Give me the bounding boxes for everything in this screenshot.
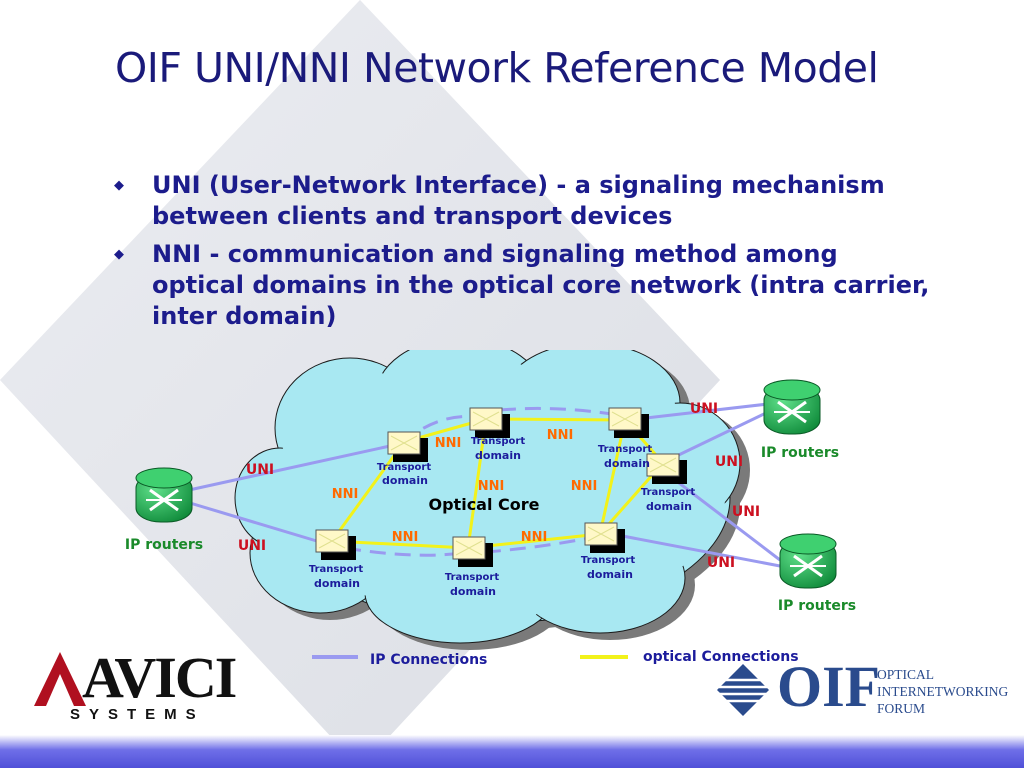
- ip-router-bottom-right-icon: [779, 533, 837, 589]
- domain-label-c-line1: Transport: [598, 444, 652, 455]
- domain-label-a-line2: domain: [382, 474, 428, 487]
- uni-label: UNI: [246, 462, 274, 478]
- optical-core-label: Optical Core: [429, 495, 540, 514]
- router-label-top-right: IP routers: [761, 445, 839, 461]
- transport-switch-d: [646, 453, 687, 484]
- bullet-text: NNI - communication and signaling method…: [152, 240, 930, 330]
- nni-label: NNI: [571, 479, 598, 494]
- nni-label: NNI: [392, 530, 419, 545]
- avici-wordmark: AVICI: [82, 645, 237, 710]
- uni-label: UNI: [715, 454, 743, 470]
- avici-subtitle: SYSTEMS: [70, 706, 205, 723]
- slide-title: OIF UNI/NNI Network Reference Model: [115, 44, 879, 92]
- bullet-text: UNI (User-Network Interface) - a signali…: [152, 171, 885, 230]
- router-label-bottom-right: IP routers: [778, 598, 856, 614]
- oif-wordmark: OIF: [777, 654, 881, 719]
- domain-label-e-line2: domain: [314, 577, 360, 590]
- legend-optical-label: optical Connections: [643, 649, 799, 665]
- nni-label: NNI: [478, 479, 505, 494]
- ip-router-top-right-icon: [763, 379, 821, 435]
- domain-label-b-line1: Transport: [471, 436, 525, 447]
- domain-label-g-line2: domain: [587, 568, 633, 581]
- avici-logo: AVICI SYSTEMS: [30, 648, 237, 723]
- transport-switch-c: [608, 407, 649, 438]
- uni-label: UNI: [690, 401, 718, 417]
- domain-label-b-line2: domain: [475, 449, 521, 462]
- footer-bar: [0, 735, 1024, 768]
- oif-fullname-line1: OPTICAL: [877, 667, 934, 682]
- diamond-bullet-icon: ◆: [114, 178, 124, 193]
- bullet-item-nni: ◆ NNI - communication and signaling meth…: [110, 239, 930, 332]
- ip-router-left-icon: [135, 467, 193, 523]
- nni-label: NNI: [435, 436, 462, 451]
- uni-label: UNI: [238, 538, 266, 554]
- transport-switch-a: [387, 431, 428, 462]
- legend-ip-label: IP Connections: [370, 652, 487, 668]
- uni-label: UNI: [707, 555, 735, 571]
- avici-a-mark-icon: [34, 652, 86, 706]
- domain-label-g-line1: Transport: [581, 555, 635, 566]
- diamond-bullet-icon: ◆: [114, 247, 124, 262]
- cloud-fill-center: [243, 350, 733, 636]
- nni-label: NNI: [521, 530, 548, 545]
- uni-label: UNI: [732, 504, 760, 520]
- transport-switch-f: [452, 536, 493, 567]
- transport-switch-e: [315, 529, 356, 560]
- domain-label-d-line1: Transport: [641, 487, 695, 498]
- domain-label-a-line1: Transport: [377, 462, 431, 473]
- nni-label: NNI: [547, 428, 574, 443]
- bullet-list: ◆ UNI (User-Network Interface) - a signa…: [110, 170, 930, 339]
- bullet-item-uni: ◆ UNI (User-Network Interface) - a signa…: [110, 170, 930, 232]
- network-diagram: Transport domain Transport domain Transp…: [125, 350, 856, 668]
- domain-label-e-line1: Transport: [309, 564, 363, 575]
- domain-label-c-line2: domain: [604, 457, 650, 470]
- domain-label-f-line1: Transport: [445, 572, 499, 583]
- oif-globe-icon: [717, 664, 769, 716]
- router-label-left: IP routers: [125, 537, 203, 553]
- nni-label: NNI: [332, 487, 359, 502]
- oif-fullname-line2: INTERNETWORKING: [877, 684, 1009, 699]
- transport-switch-b: [469, 407, 510, 438]
- domain-label-d-line2: domain: [646, 500, 692, 513]
- transport-switch-g: [584, 522, 625, 553]
- oif-fullname: OPTICAL INTERNETWORKING FORUM: [877, 666, 1008, 717]
- oif-fullname-line3: FORUM: [877, 701, 926, 716]
- oif-logo: OIF OPTICAL INTERNETWORKING FORUM: [715, 656, 1024, 722]
- domain-label-f-line2: domain: [450, 585, 496, 598]
